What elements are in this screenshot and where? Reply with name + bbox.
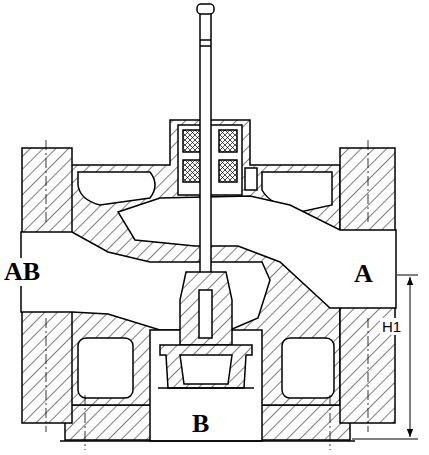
center-lines xyxy=(46,140,368,450)
dimension-label: H1 xyxy=(380,318,403,335)
port-label: B xyxy=(190,410,211,438)
port-label: A xyxy=(352,260,375,288)
valve-body xyxy=(21,4,396,441)
dimension-h1 xyxy=(352,275,418,439)
port-label: AB xyxy=(2,258,42,286)
